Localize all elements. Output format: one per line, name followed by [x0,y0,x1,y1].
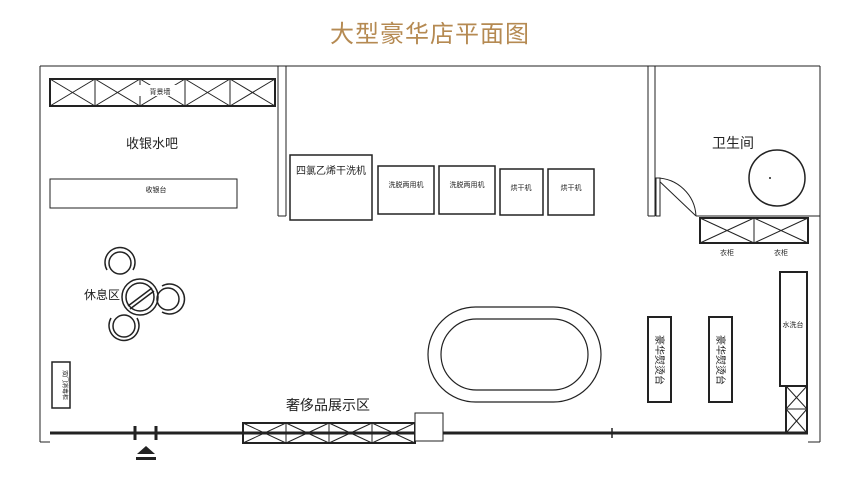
washer-label: 洗脱两用机 [389,180,424,189]
dryer-machine [547,168,595,216]
sink-cabinet [785,385,808,434]
sink-counter [779,271,808,387]
cashier-counter [49,178,238,209]
washer-label: 洗脱两用机 [450,180,485,189]
sterilizer-cabinet-label: 双门消毒柜 [61,370,69,400]
page-title: 大型豪华店平面图 [330,20,530,48]
outer-walls [39,65,821,443]
luxury-display-label: 奢侈品展示区 [286,398,370,414]
dry-cleaner-machine [289,154,373,221]
ironing-counter [708,316,733,403]
dryer-label: 烘干机 [511,183,532,192]
restroom-door [655,177,697,217]
sterilizer-cabinet [51,361,71,409]
ironing-counter [647,316,672,403]
ironing-counter-label: 豪华熨烫台 [653,335,666,385]
partition-walls [277,66,820,217]
lounge-table [104,246,186,342]
restroom-label: 卫生间 [712,136,754,152]
wardrobe-label: 衣柜 [774,248,788,257]
backdrop-label: 背景墙 [150,87,171,96]
dry-cleaner-label: 四氯乙烯干洗机 [296,164,366,177]
washer-machine [438,165,496,215]
dryer-machine [499,168,544,216]
cashier-bar-label: 收银水吧 [126,137,178,152]
luxury-display-shelf [242,412,444,444]
ironing-counter-label: 豪华熨烫台 [714,335,727,385]
toilet-icon [748,149,806,207]
lounge-label: 休息区 [84,287,120,302]
cashier-counter-label: 收银台 [146,185,167,194]
entrance-arrow-icon [136,446,156,460]
wardrobes [699,217,809,244]
washer-machine [377,165,435,215]
dryer-label: 烘干机 [561,183,582,192]
machines [289,154,595,221]
wardrobe-label: 衣柜 [720,248,734,257]
sink-label: 水洗台 [783,320,804,329]
backdrop-wall [49,78,276,107]
luxury-display-oval [427,306,602,403]
